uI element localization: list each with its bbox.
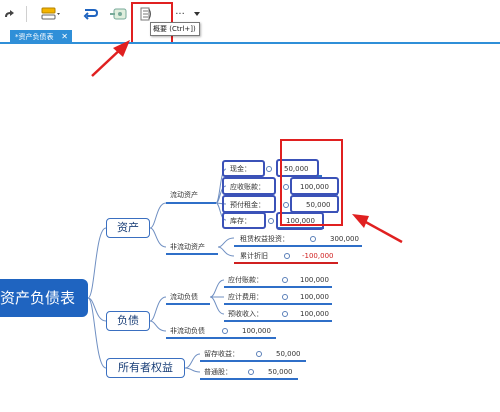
highlight-box bbox=[222, 195, 276, 213]
underline bbox=[224, 320, 332, 322]
label-noncurrent-assets[interactable]: 非流动资产 bbox=[170, 243, 205, 251]
item-payable-value[interactable]: 100,000 bbox=[300, 276, 329, 284]
note-icon[interactable] bbox=[283, 202, 289, 208]
relationship-icon[interactable] bbox=[82, 4, 100, 24]
item-depreciation-value[interactable]: -100,000 bbox=[302, 252, 334, 260]
underline bbox=[200, 378, 298, 380]
tab-bar: *资产负债表 ✕ bbox=[0, 30, 500, 44]
label-current-liabilities[interactable]: 流动负债 bbox=[170, 293, 198, 301]
item-prepaid-value[interactable]: 50,000 bbox=[306, 201, 331, 209]
item-payable-label[interactable]: 应付账款： bbox=[228, 276, 263, 284]
more-icon[interactable]: ··· bbox=[175, 8, 185, 20]
underline bbox=[234, 262, 338, 264]
underline bbox=[166, 337, 276, 339]
item-prepaid-label[interactable]: 预付租金： bbox=[230, 201, 265, 209]
item-receivable-value[interactable]: 100,000 bbox=[300, 183, 329, 191]
topic-liabilities[interactable]: 负债 bbox=[106, 311, 150, 331]
item-cash-label[interactable]: 现金： bbox=[230, 165, 251, 173]
note-icon[interactable] bbox=[283, 184, 289, 190]
item-receivable-label[interactable]: 应收账款： bbox=[230, 183, 265, 191]
note-icon[interactable] bbox=[248, 369, 254, 375]
item-depreciation-label[interactable]: 累计折旧 bbox=[240, 252, 268, 260]
underline bbox=[166, 303, 210, 305]
summary-icon[interactable] bbox=[138, 4, 154, 24]
tab-balance-sheet[interactable]: *资产负债表 ✕ bbox=[10, 30, 72, 44]
chevron-down-icon[interactable] bbox=[192, 4, 202, 24]
highlight-box bbox=[290, 177, 339, 195]
highlight-box bbox=[276, 212, 324, 230]
root-topic[interactable]: 资产负债表 bbox=[0, 279, 88, 317]
underline bbox=[166, 202, 216, 204]
topic-assets[interactable]: 资产 bbox=[106, 218, 150, 238]
style-icon[interactable] bbox=[40, 4, 62, 24]
note-icon[interactable] bbox=[310, 236, 316, 242]
item-unearned-label[interactable]: 预收收入： bbox=[228, 310, 263, 318]
item-retained-value[interactable]: 50,000 bbox=[276, 350, 301, 358]
item-lease-label[interactable]: 租赁权益投资： bbox=[240, 235, 289, 243]
item-inventory-value[interactable]: 100,000 bbox=[286, 217, 315, 225]
toolbar: ··· bbox=[0, 0, 500, 30]
close-icon[interactable]: ✕ bbox=[61, 32, 68, 41]
highlight-box bbox=[222, 212, 266, 229]
item-retained-label[interactable]: 留存收益： bbox=[204, 350, 239, 358]
note-icon[interactable] bbox=[282, 294, 288, 300]
highlight-box bbox=[222, 177, 276, 195]
item-inventory-label[interactable]: 库存： bbox=[230, 217, 251, 225]
item-lease-value[interactable]: 300,000 bbox=[330, 235, 359, 243]
boundary-icon[interactable] bbox=[108, 4, 130, 24]
redo-icon[interactable] bbox=[2, 4, 16, 24]
label-noncurrent-liabilities[interactable]: 非流动负债 bbox=[170, 327, 205, 335]
toolbar-separator bbox=[26, 6, 27, 22]
underline bbox=[166, 253, 218, 255]
annotation-box-values bbox=[280, 139, 343, 226]
item-accrued-label[interactable]: 应计费用： bbox=[228, 293, 263, 301]
item-accrued-value[interactable]: 100,000 bbox=[300, 293, 329, 301]
underline bbox=[278, 227, 324, 229]
note-icon[interactable] bbox=[222, 328, 228, 334]
note-icon[interactable] bbox=[268, 218, 274, 224]
highlight-box bbox=[222, 160, 265, 177]
highlight-box bbox=[276, 159, 319, 177]
underline bbox=[234, 245, 362, 247]
underline bbox=[224, 303, 332, 305]
label-current-assets[interactable]: 流动资产 bbox=[170, 191, 198, 199]
item-cash-value[interactable]: 50,000 bbox=[284, 165, 309, 173]
note-icon[interactable] bbox=[282, 277, 288, 283]
note-icon[interactable] bbox=[282, 311, 288, 317]
item-common-stock-label[interactable]: 普通股： bbox=[204, 368, 232, 376]
item-unearned-value[interactable]: 100,000 bbox=[300, 310, 329, 318]
tooltip: 概要 (Ctrl+]) bbox=[150, 22, 200, 36]
noncurrent-liabilities-value[interactable]: 100,000 bbox=[242, 327, 271, 335]
underline bbox=[224, 286, 332, 288]
underline bbox=[200, 360, 306, 362]
note-icon[interactable] bbox=[284, 253, 290, 259]
note-icon[interactable] bbox=[256, 351, 262, 357]
note-icon[interactable] bbox=[266, 166, 272, 172]
item-common-stock-value[interactable]: 50,000 bbox=[268, 368, 293, 376]
topic-equity[interactable]: 所有者权益 bbox=[106, 358, 185, 378]
tab-title: *资产负债表 bbox=[15, 33, 54, 41]
